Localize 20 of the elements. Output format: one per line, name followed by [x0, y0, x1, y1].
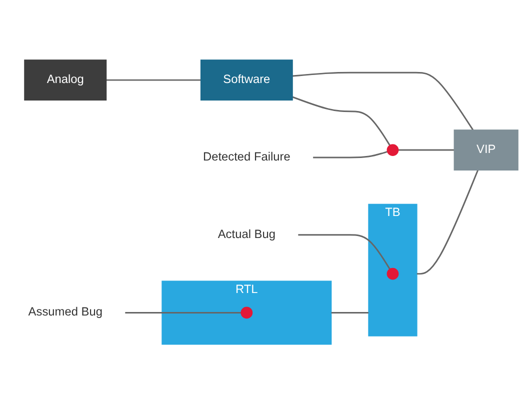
node-circle [386, 268, 399, 280]
node-box: VIP [454, 129, 518, 170]
connector [331, 312, 369, 314]
connector [298, 234, 390, 270]
connector [124, 312, 242, 314]
node-box: Software [200, 59, 293, 100]
node-text: Assumed Bug [28, 306, 102, 319]
node-circle [386, 144, 399, 156]
cluster: TB [368, 204, 418, 336]
node-circle [240, 306, 253, 319]
connector [106, 79, 201, 81]
connector [292, 96, 390, 146]
connector [312, 150, 388, 158]
connector [398, 149, 454, 151]
cluster: RTL [162, 280, 332, 345]
node-text: Actual Bug [218, 228, 276, 241]
node-text: Detected Failure [202, 150, 290, 164]
connector [292, 72, 474, 130]
node-box: Analog [24, 59, 107, 100]
connector [416, 170, 479, 274]
